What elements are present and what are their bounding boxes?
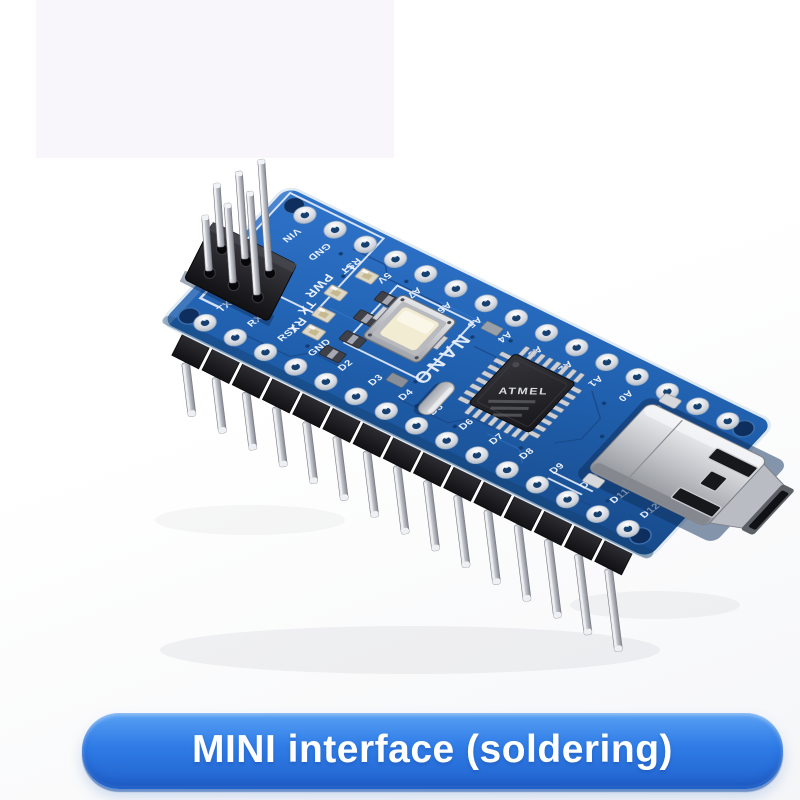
pcb-via bbox=[605, 499, 610, 503]
header-pin bbox=[272, 406, 288, 468]
reset-button bbox=[363, 294, 456, 363]
chip-marking-lines bbox=[488, 399, 536, 417]
header-pin bbox=[513, 524, 532, 602]
header-pin bbox=[302, 421, 318, 485]
header-pin bbox=[362, 450, 379, 518]
pcb-vias bbox=[305, 252, 610, 503]
chip-lead bbox=[526, 350, 538, 360]
pcb-via bbox=[341, 274, 346, 278]
chip-pin1-dot bbox=[512, 361, 520, 368]
pcb-via bbox=[470, 335, 475, 339]
icsp-pin bbox=[212, 182, 225, 248]
mcu-chip: ATMEL bbox=[457, 346, 585, 442]
chip-lead bbox=[534, 353, 546, 364]
header-pin bbox=[332, 435, 349, 501]
pcb-via bbox=[305, 344, 310, 348]
caption-text: MINI interface (soldering) bbox=[191, 728, 674, 771]
pcb-via bbox=[599, 434, 605, 439]
chip-lead bbox=[519, 431, 531, 442]
header-pin bbox=[211, 376, 227, 434]
pcb-via bbox=[413, 379, 418, 384]
pcb-via bbox=[452, 424, 458, 429]
photo-backdrop-card bbox=[36, 0, 394, 158]
icsp-pins bbox=[201, 158, 273, 296]
chip-lead bbox=[557, 365, 570, 376]
atmel-logo-text: ATMEL bbox=[498, 386, 549, 397]
mini-usb-connector bbox=[578, 393, 794, 541]
icsp-pin bbox=[246, 190, 261, 296]
chip-lead bbox=[573, 372, 585, 383]
header-pin bbox=[242, 391, 258, 451]
chip-lead bbox=[565, 369, 577, 379]
chip-leads bbox=[457, 346, 585, 442]
pcb-board: VINGNDRST5VA7A6A5A4A3A2A1A0REFTX1RX0RSTG… bbox=[161, 186, 794, 559]
pcb-via bbox=[338, 252, 344, 256]
header-pin bbox=[423, 479, 440, 552]
chip-lead bbox=[542, 357, 554, 368]
pcb-via bbox=[508, 339, 513, 343]
icsp-pin bbox=[201, 214, 213, 272]
icsp-header bbox=[179, 158, 297, 327]
pcb-via bbox=[404, 279, 409, 284]
bottom-header-pins bbox=[181, 362, 623, 653]
chip-lead bbox=[457, 396, 471, 405]
pcb-via bbox=[601, 401, 607, 406]
header-pin bbox=[181, 362, 197, 417]
header-pin bbox=[393, 465, 410, 535]
icsp-pin bbox=[223, 202, 237, 284]
header-pin bbox=[604, 568, 623, 653]
icsp-pin bbox=[235, 170, 249, 260]
header-pin bbox=[544, 538, 562, 619]
usb-solder-tab bbox=[658, 393, 682, 409]
icsp-pin bbox=[257, 158, 273, 272]
chip-lead bbox=[549, 361, 562, 372]
crystal-oscillator bbox=[413, 381, 455, 416]
usb-solder-tab bbox=[582, 473, 606, 489]
header-pin bbox=[483, 509, 501, 585]
usb-shell-holes bbox=[670, 447, 759, 518]
caption-banner: MINI interface (soldering) bbox=[82, 713, 783, 789]
chip-lead bbox=[518, 346, 530, 357]
pcb-via bbox=[518, 446, 524, 450]
header-pin bbox=[574, 553, 593, 636]
photo-shadows bbox=[155, 505, 740, 674]
header-pin bbox=[453, 494, 471, 569]
